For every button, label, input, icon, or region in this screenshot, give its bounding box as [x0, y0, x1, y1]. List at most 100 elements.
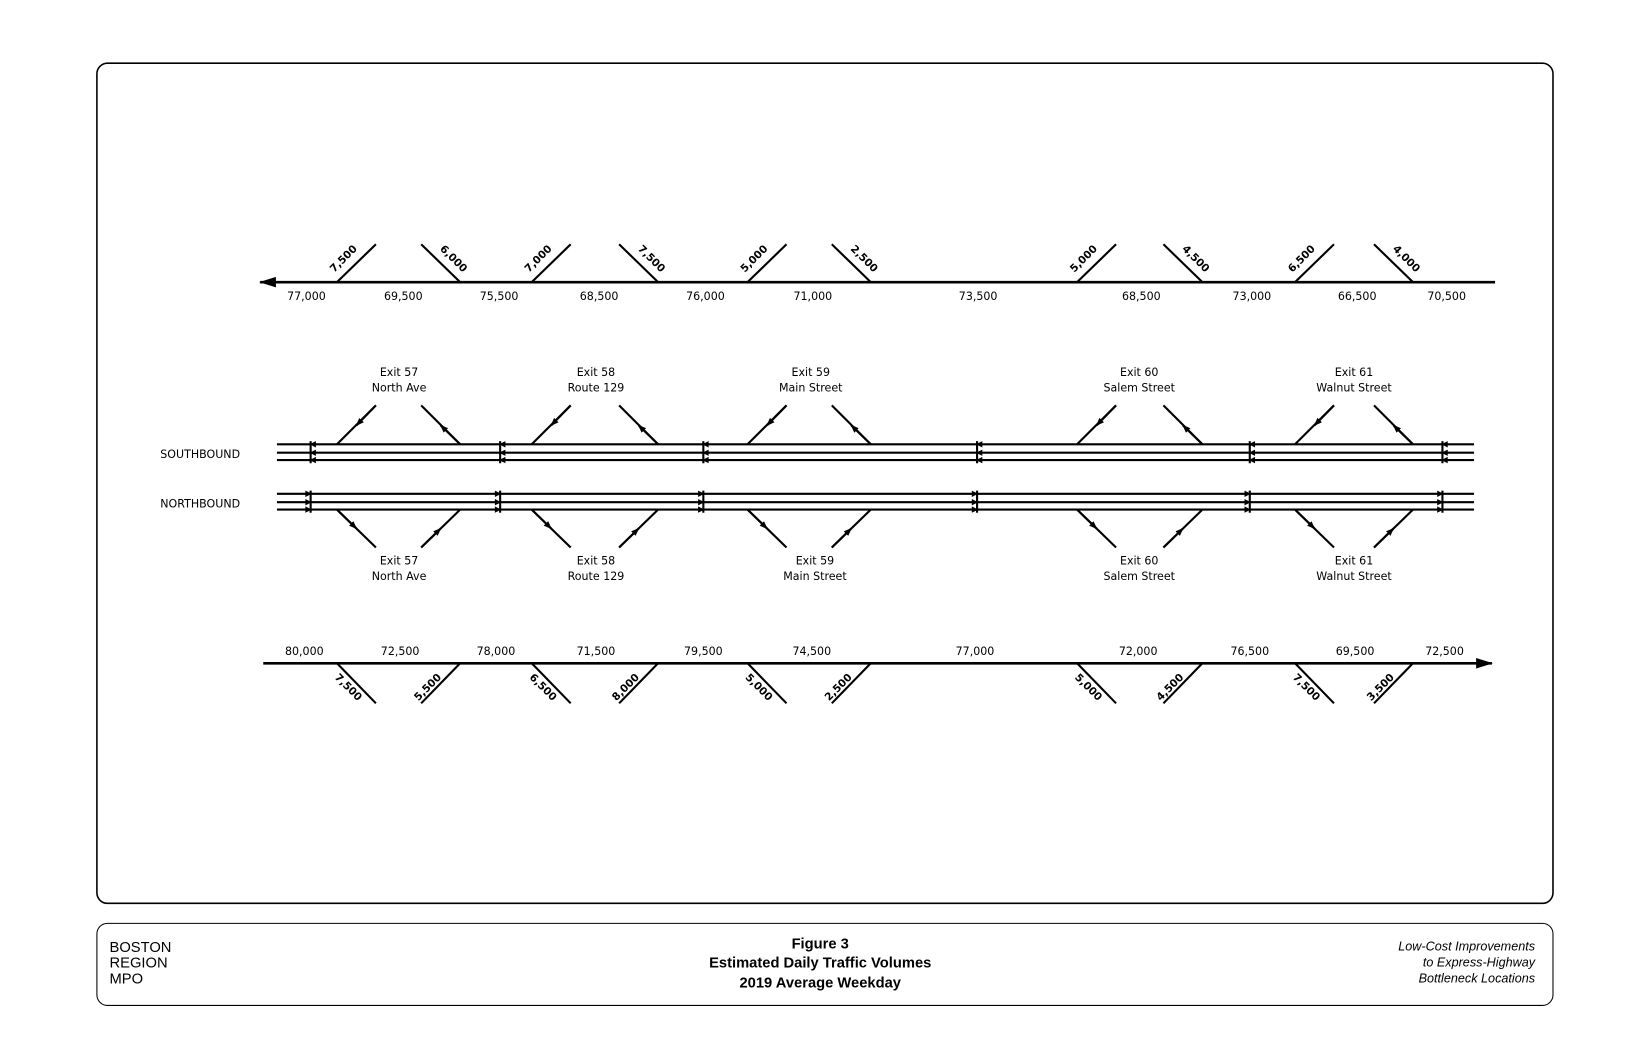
northbound-mainline-volume: 76,500 — [1230, 645, 1269, 658]
southbound-label: SOUTHBOUND — [160, 448, 240, 461]
northbound-lane-arrow-icon — [971, 490, 979, 497]
northbound-on-ramp-arrow — [618, 527, 640, 549]
northbound-mainline-volume: 78,000 — [477, 645, 516, 658]
northbound-ramp-line — [1294, 662, 1335, 705]
exit-number-label: Exit 57 — [380, 554, 419, 567]
exit-name-label: Walnut Street — [1316, 570, 1392, 583]
southbound-mainline-volume: 73,500 — [959, 290, 998, 303]
southbound-lane-arrow-icon — [702, 441, 709, 448]
northbound-lane-arrow-icon — [305, 490, 312, 497]
southbound-lane-arrow-icon — [1441, 456, 1448, 464]
southbound-ramp-line — [1076, 243, 1117, 283]
northbound-ramp-volume: 5,500 — [412, 671, 444, 703]
southbound-mainline-volume: 68,500 — [580, 290, 619, 303]
northbound-mainline-volume: 72,500 — [1425, 645, 1464, 658]
org-line-3: MPO — [110, 971, 144, 987]
northbound-off-ramp-arrow — [336, 508, 358, 530]
northbound-lane-arrow-icon — [1437, 490, 1444, 497]
northbound-ramp-line — [1076, 662, 1117, 705]
northbound-mainline-volume: 69,500 — [1336, 645, 1375, 658]
northbound-ramp-volume: 3,500 — [1365, 671, 1397, 703]
northbound-ramp-line — [1162, 662, 1204, 705]
northbound-ramp-volume: 2,500 — [823, 671, 855, 703]
exit-number-label: Exit 60 — [1120, 554, 1159, 567]
northbound-mainline-volume: 72,000 — [1119, 645, 1158, 658]
southbound-ramp-line — [1294, 404, 1335, 446]
southbound-lane-arrow-icon — [702, 456, 709, 464]
southbound-lane-arrow-icon — [309, 449, 316, 456]
org-line-2: REGION — [110, 956, 168, 972]
exit-number-label: Exit 58 — [577, 554, 616, 567]
northbound-ramp-volume: 4,500 — [1154, 671, 1186, 703]
southbound-lane-arrow-icon — [976, 441, 983, 448]
southbound-mainline-volume: 76,000 — [686, 290, 725, 303]
figure-title: Estimated Daily Traffic Volumes — [709, 956, 931, 972]
southbound-ramp-line — [746, 243, 788, 283]
exit-name-label: Route 129 — [568, 382, 625, 395]
northbound-lane-arrow-icon — [971, 506, 979, 513]
exit-name-label: Walnut Street — [1316, 382, 1392, 395]
exit-name-label: Salem Street — [1103, 570, 1175, 583]
exit-number-label: Exit 59 — [796, 554, 835, 567]
southbound-ramp-line — [1373, 404, 1414, 446]
southbound-lane-arrow-icon — [1441, 449, 1448, 456]
southbound-ramp-line — [1162, 404, 1204, 446]
northbound-ramp-line — [336, 662, 377, 705]
southbound-lane-arrow-icon — [309, 441, 316, 448]
northbound-mainline-volume: 74,500 — [792, 645, 831, 658]
southbound-ramp-line — [831, 404, 872, 446]
southbound-ramp-volume: 6,500 — [1286, 243, 1318, 275]
southbound-ramp-line — [336, 404, 377, 446]
southbound-ramp-line — [618, 404, 659, 446]
southbound-ramp-line — [530, 243, 572, 283]
southbound-ramp-line — [618, 243, 659, 283]
southbound-ramp-line — [831, 243, 872, 283]
exit-name-label: North Ave — [372, 570, 427, 583]
southbound-mainline-volume: 71,000 — [794, 290, 833, 303]
northbound-off-ramp-arrow — [1076, 508, 1098, 530]
southbound-ramp-volume: 4,000 — [1390, 243, 1422, 275]
diagram-frame — [96, 62, 1554, 905]
exit-number-label: Exit 61 — [1335, 554, 1374, 567]
northbound-lane-arrow-icon — [971, 499, 979, 506]
exit-name-label: Route 129 — [568, 570, 625, 583]
southbound-mainline-volume: 69,500 — [384, 290, 423, 303]
figure-number: Figure 3 — [792, 937, 849, 953]
northbound-lane-arrow-icon — [1244, 490, 1251, 497]
northbound-ramp-line — [618, 662, 659, 705]
southbound-ramp-volume: 7,500 — [328, 243, 360, 275]
project-line-3: Bottleneck Locations — [1419, 971, 1536, 985]
southbound-ramp-line — [1162, 243, 1204, 283]
exit-number-label: Exit 58 — [577, 366, 616, 379]
southbound-lane-arrow-icon — [309, 456, 316, 464]
northbound-ramp-volume: 8,000 — [610, 671, 642, 703]
northbound-on-ramp-arrow — [831, 527, 853, 549]
exit-number-label: Exit 61 — [1335, 366, 1374, 379]
northbound-lane-arrow-icon — [1437, 506, 1444, 513]
southbound-lane-arrow-icon — [1441, 441, 1448, 448]
northbound-ramp-line — [1373, 662, 1414, 705]
southbound-ramp-volume: 6,000 — [437, 243, 469, 275]
exit-number-label: Exit 60 — [1120, 366, 1159, 379]
southbound-lane-arrow-icon — [1248, 441, 1256, 448]
northbound-lane-arrow-icon — [494, 490, 502, 497]
northbound-lane-arrow-icon — [494, 506, 502, 513]
exit-name-label: Salem Street — [1103, 382, 1175, 395]
southbound-lane-arrow-icon — [976, 456, 983, 464]
northbound-lane-arrow-icon — [494, 499, 502, 506]
southbound-lane-arrow-icon — [499, 456, 506, 464]
southbound-ramp-volume: 5,000 — [738, 243, 770, 275]
exit-number-label: Exit 57 — [380, 366, 419, 379]
northbound-ramp-line — [530, 662, 572, 705]
southbound-mainline-volume: 77,000 — [287, 290, 326, 303]
southbound-lane-arrow-icon — [499, 449, 506, 456]
southbound-ramp-line — [1294, 243, 1335, 283]
title-block-frame — [96, 922, 1554, 1006]
northbound-lane-arrow-icon — [305, 506, 312, 513]
southbound-mainline-volume: 75,500 — [480, 290, 519, 303]
southbound-lane-arrow-icon — [976, 449, 983, 456]
northbound-ramp-line — [420, 662, 461, 705]
southbound-ramp-volume: 4,500 — [1180, 243, 1212, 275]
org-line-1: BOSTON — [110, 940, 172, 956]
southbound-mainline-volume: 68,500 — [1122, 290, 1161, 303]
